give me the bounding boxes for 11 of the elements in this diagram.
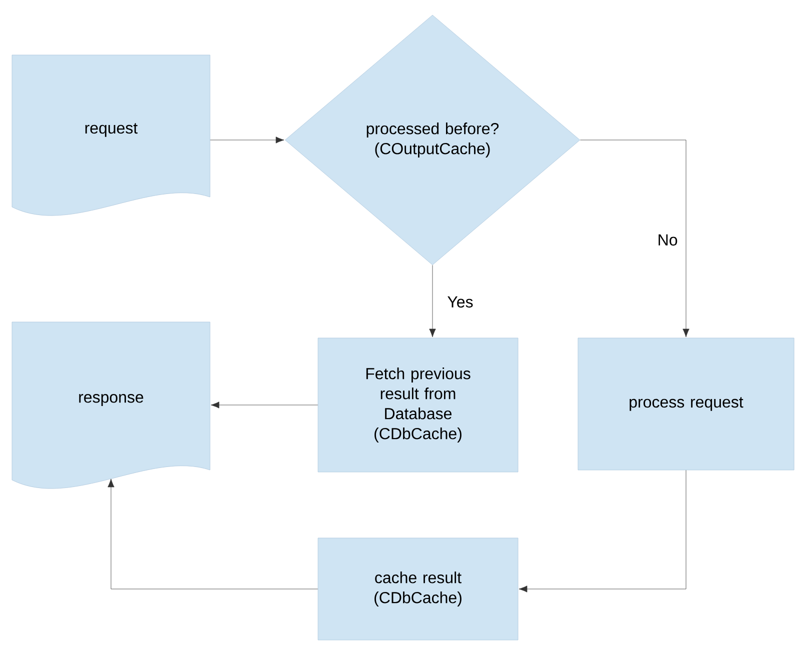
arrow [108,478,318,590]
process-box: cache result (CDbCache) [318,538,518,640]
arrow [518,470,686,592]
process-box: Fetch previous result from Database (CDbCache) [318,338,518,472]
process-box: process request [578,338,794,470]
arrow [429,265,436,338]
edge-label: Yes [445,294,476,310]
edge-label: No [655,232,680,248]
arrow [210,136,284,144]
arrow [210,402,318,408]
arrow [580,140,690,338]
